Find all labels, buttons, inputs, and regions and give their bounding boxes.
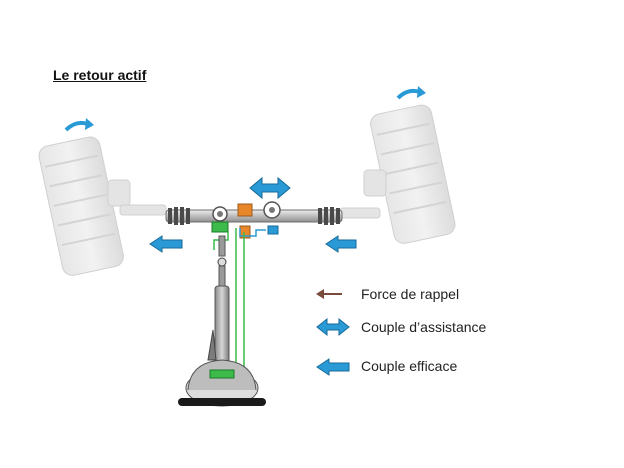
- right-wheel-rotation-arrowhead: [417, 86, 426, 98]
- steering-column: [207, 235, 230, 367]
- right-effective-arrow-icon: [325, 235, 357, 253]
- right-wheel: [370, 104, 456, 244]
- steering-rack: [165, 201, 343, 239]
- legend-label-rappel: Force de rappel: [361, 286, 460, 302]
- legend-assistance-icon: [316, 317, 350, 337]
- left-wheel: [38, 136, 124, 276]
- legend-label-assistance: Couple d’assistance: [361, 319, 487, 335]
- left-effective-arrow-icon: [149, 235, 183, 253]
- right-boot: [318, 207, 340, 225]
- left-boot: [168, 207, 190, 225]
- diagram-title: Le retour actif: [53, 67, 147, 83]
- torque-sensor: [211, 221, 229, 233]
- assistance-double-arrow-icon: [249, 176, 291, 200]
- left-wheel-rotation-arrowhead: [85, 118, 94, 130]
- right-hub: [339, 169, 387, 219]
- signal-lines: [213, 228, 266, 372]
- assist-motor: [237, 203, 253, 217]
- legend-label-efficace: Couple efficace: [361, 358, 458, 374]
- legend-efficace-icon: [316, 358, 350, 376]
- right-wheel-rotation-arrow: [396, 88, 421, 100]
- left-wheel-rotation-arrow: [64, 120, 89, 132]
- legend-rappel-icon: [316, 289, 342, 299]
- left-hub: [107, 179, 167, 216]
- steering-wheel: [178, 359, 266, 407]
